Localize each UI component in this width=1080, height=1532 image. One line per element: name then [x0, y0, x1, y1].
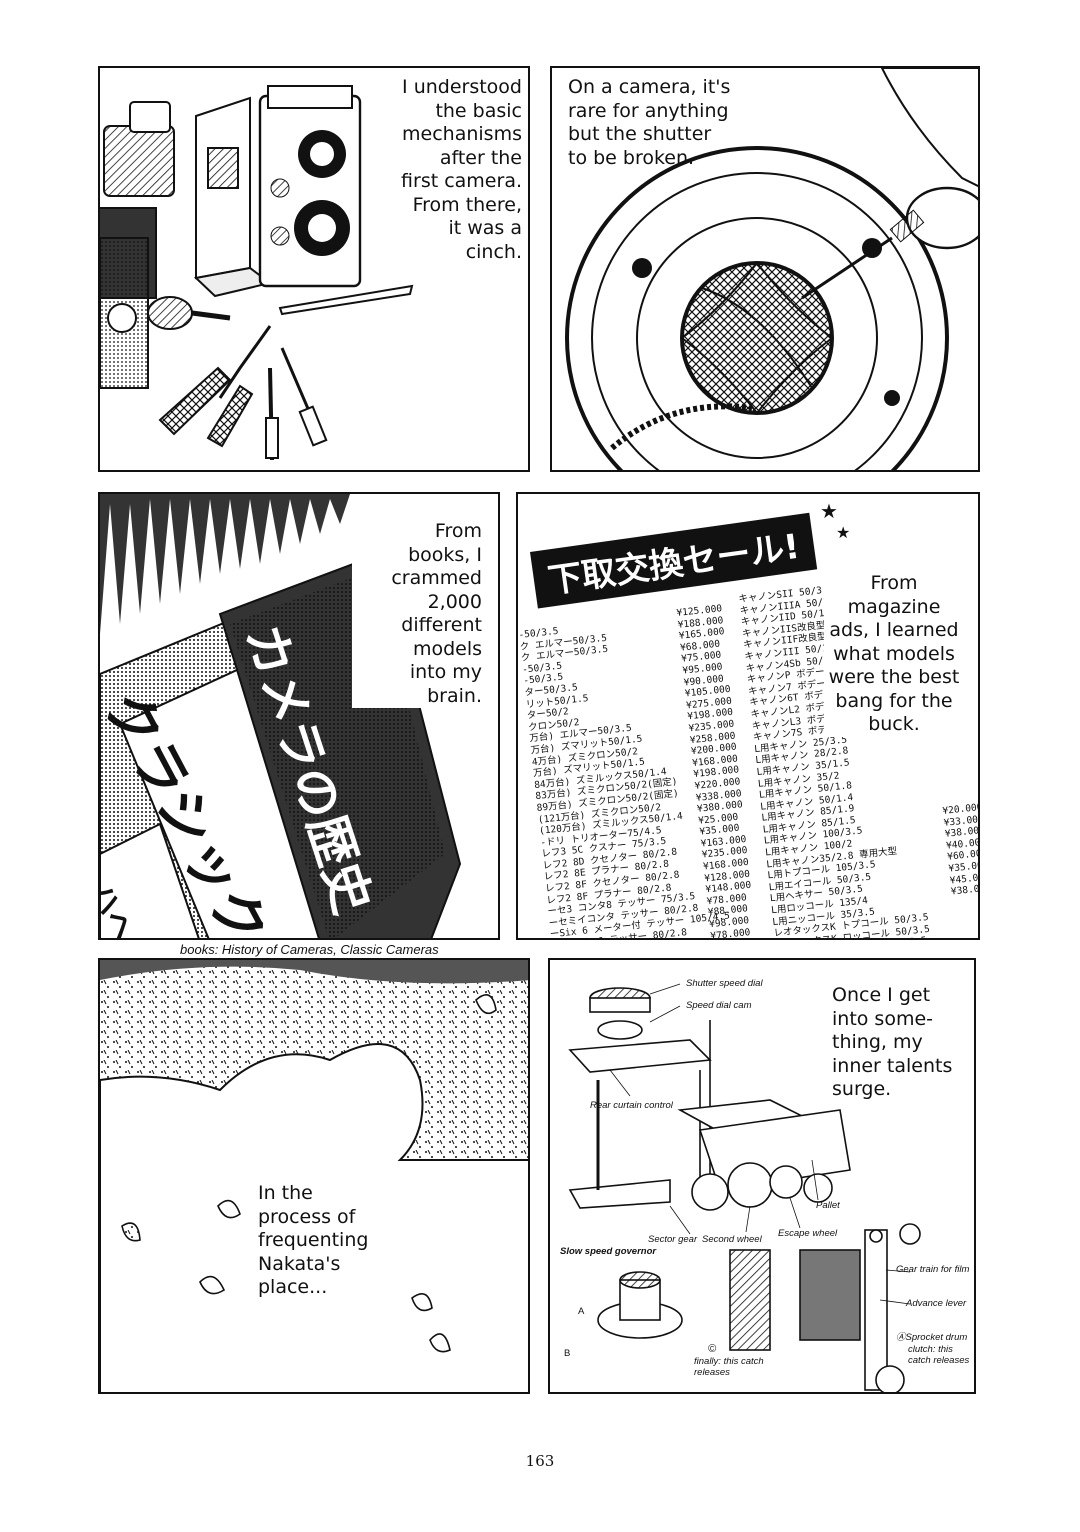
panel-shutter: On a camera, it's rare for anything but …: [550, 66, 980, 472]
label-speed-dial-cam: Speed dial cam: [686, 1000, 752, 1011]
label-a: A: [578, 1306, 585, 1317]
panel-magazine: 下取交換セール! ★ ★ -50/3.5 ク エルマー50/3.5 ク エルマー…: [516, 492, 980, 940]
panel-blossoms: In the process of frequenting Nakata's p…: [98, 958, 530, 1394]
label-rear-curtain-control: Rear curtain control: [590, 1100, 673, 1111]
tools-illustration: [100, 85, 414, 461]
svg-text:★: ★: [836, 523, 850, 542]
panel-diagram: Shutter speed dial Speed dial cam Rear c…: [548, 958, 976, 1394]
blossoms-illustration: [100, 960, 528, 1392]
page-number: 163: [525, 1452, 555, 1470]
label-b: B: [564, 1348, 571, 1359]
label-sector-gear: Sector gear: [648, 1234, 698, 1245]
panel4-caption: From magazine ads, I learned what models…: [824, 572, 964, 737]
panel1-caption: I understood the basic mechanisms after …: [382, 76, 522, 264]
label-gear-train: Gear train for film: [896, 1264, 970, 1275]
label-finally-note: finally: this catch releases: [694, 1356, 764, 1378]
panel5-caption: In the process of frequenting Nakata's p…: [258, 1182, 369, 1298]
label-circle-c: ©: [708, 1343, 717, 1355]
banner-stars: ★ ★: [820, 499, 850, 542]
shutter-diagram: [568, 983, 921, 1392]
label-slow-speed-governor: Slow speed governor: [560, 1246, 657, 1257]
label-second-wheel: Second wheel: [702, 1234, 762, 1245]
shutter-illustration: [565, 68, 978, 470]
panel2-caption: On a camera, it's rare for anything but …: [568, 76, 731, 169]
label-sprocket-drum: ⒶSprocket drum: [896, 1332, 968, 1343]
label-pallet: Pallet: [816, 1200, 840, 1211]
label-escape-wheel: Escape wheel: [778, 1228, 838, 1239]
ad-list-far-prices: ¥20.000 ¥33.000 ¥38.000 ¥40.000 ¥60.000 …: [942, 801, 980, 898]
label-shutter-speed-dial: Shutter speed dial: [686, 978, 763, 989]
label-clutch-note: clutch: this catch releases: [908, 1344, 970, 1366]
panel6-caption: Once I get into some- thing, my inner ta…: [832, 984, 972, 1102]
panel-books: クラシックカ カメラの歴史 ハヘク From books, I crammed …: [98, 492, 500, 940]
panel-tools: I understood the basic mechanisms after …: [98, 66, 530, 472]
label-advance-lever: Advance lever: [906, 1298, 967, 1309]
panel3-caption: From books, I crammed 2,000 different mo…: [352, 520, 482, 708]
books-footnote: books: History of Cameras, Classic Camer…: [180, 942, 439, 957]
svg-text:★: ★: [820, 499, 838, 523]
